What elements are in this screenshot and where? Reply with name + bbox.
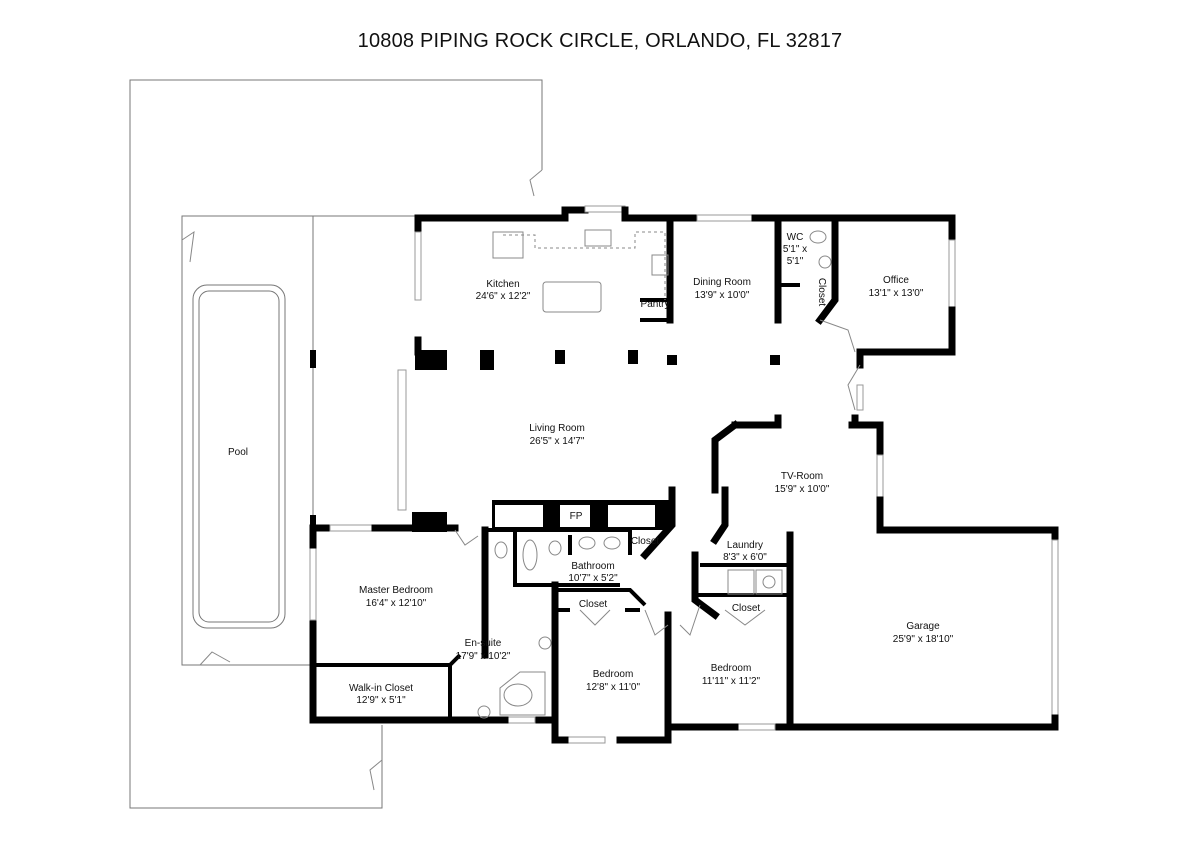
door-swing <box>454 529 479 546</box>
toilet-icon <box>548 540 562 556</box>
room-living-size: 26'5" x 14'7" <box>530 436 585 447</box>
sink-icon <box>603 536 621 550</box>
room-bathroom-name: Bathroom <box>571 561 614 572</box>
sink-icon <box>818 255 832 269</box>
room-office-name: Office <box>883 275 909 286</box>
room-bed2-closet-name: Closet <box>732 603 761 614</box>
room-office-size: 13'1" x 13'0" <box>869 288 924 299</box>
room-master-name: Master Bedroom <box>359 585 433 596</box>
sink-icon <box>477 705 491 719</box>
room-bed1-closet-name: Closet <box>579 599 608 610</box>
room-bedroom2-name: Bedroom <box>711 663 752 674</box>
kitchen-sink-icon <box>584 229 612 247</box>
room-walkin-size: 12'9" x 5'1" <box>356 695 406 706</box>
room-wc-closet-name: Closet <box>816 278 827 307</box>
room-walkin-name: Walk-in Closet <box>349 683 413 694</box>
room-master-size: 16'4" x 12'10" <box>366 598 427 609</box>
room-labels: Kitchen 24'6" x 12'2" Pantry Dining Room… <box>228 232 954 706</box>
room-living-name: Living Room <box>529 423 585 434</box>
room-garage-name: Garage <box>906 621 940 632</box>
room-ensuite-name: En-suite <box>465 638 502 649</box>
room-kitchen-size: 24'6" x 12'2" <box>476 291 531 302</box>
corner-tub-icon <box>499 671 546 716</box>
room-pool-name: Pool <box>228 447 248 458</box>
walls <box>309 205 1059 744</box>
fixtures <box>454 229 861 719</box>
pool-enclosure <box>181 215 415 666</box>
screen-door-bottom <box>199 651 231 666</box>
room-wc-size-2: 5'1" <box>787 256 804 267</box>
room-kitchen-name: Kitchen <box>486 279 519 290</box>
lanai-door <box>529 169 543 197</box>
room-laundry-name: Laundry <box>727 540 763 551</box>
room-bedroom1-size: 12'8" x 11'0" <box>586 682 641 693</box>
pool-shape <box>192 284 286 629</box>
pool-inner <box>198 290 280 623</box>
room-pantry-name: Pantry <box>641 299 670 310</box>
room-bedroom2-size: 11'11" x 11'2" <box>702 676 761 687</box>
room-bedroom1-name: Bedroom <box>593 669 634 680</box>
room-hall-closet-name: Closet <box>631 536 660 547</box>
sink-icon <box>538 636 552 650</box>
room-fireplace-name: FP <box>570 511 583 522</box>
stove-icon <box>651 254 669 276</box>
room-bathroom-size: 10'7" x 5'2" <box>568 573 618 584</box>
tv-door <box>847 364 861 411</box>
screen-door <box>181 230 195 263</box>
tub-basin <box>503 683 533 707</box>
washer-icon <box>727 569 755 595</box>
lanai-door-bottom <box>369 759 383 791</box>
room-ensuite-size: 17'9" x 10'2" <box>456 651 511 662</box>
sink-icon <box>578 536 596 550</box>
toilet-icon <box>494 541 508 559</box>
bathtub-icon <box>522 539 538 571</box>
dryer-icon <box>762 575 776 589</box>
lanai-outline <box>129 79 543 809</box>
room-dining-size: 13'9" x 10'0" <box>695 290 750 301</box>
page-title: 10808 PIPING ROCK CIRCLE, ORLANDO, FL 32… <box>357 30 843 52</box>
room-dining-name: Dining Room <box>693 277 751 288</box>
office-door <box>819 319 856 353</box>
room-garage-size: 25'9" x 18'10" <box>893 634 954 645</box>
door-swing <box>644 604 701 636</box>
room-wc-size-1: 5'1" x <box>783 244 807 255</box>
kitchen-island <box>542 281 602 313</box>
room-tv-size: 15'9" x 10'0" <box>775 484 830 495</box>
closet-doors <box>579 609 766 626</box>
room-laundry-size: 8'3" x 6'0" <box>723 552 767 563</box>
room-wc-name: WC <box>787 232 804 243</box>
room-tv-name: TV-Room <box>781 471 823 482</box>
toilet-icon <box>809 230 827 244</box>
